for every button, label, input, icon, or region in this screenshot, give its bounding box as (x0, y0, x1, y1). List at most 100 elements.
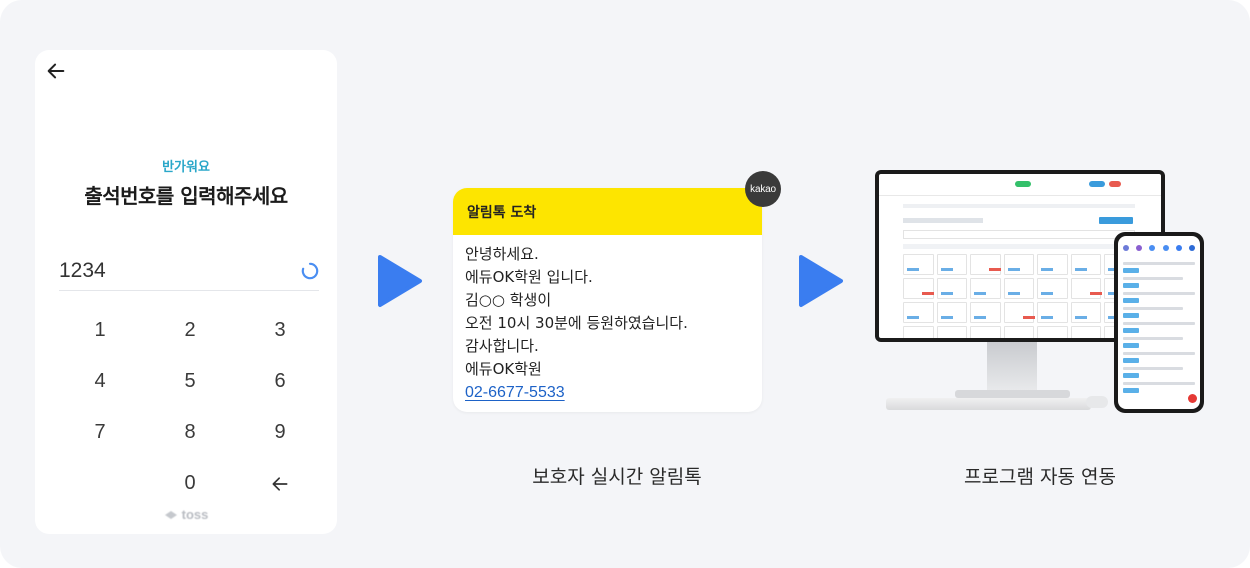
number-keypad: 1 2 3 4 5 6 7 8 9 0 (55, 305, 335, 509)
grid-cell (903, 254, 934, 275)
phone-list-line (1123, 367, 1183, 370)
phone-fab-button (1188, 394, 1197, 403)
status-pill (1109, 181, 1121, 187)
attendance-code-value: 1234 (59, 259, 106, 282)
keypad-key-1[interactable]: 1 (94, 319, 106, 341)
monitor-stand-base (955, 390, 1070, 398)
kakao-message-line: 안녕하세요. (465, 245, 539, 263)
phone-list-line (1123, 322, 1195, 325)
grid-cell (903, 278, 934, 299)
keypad-key-5[interactable]: 5 (184, 370, 196, 392)
grid-cell (1070, 326, 1102, 338)
grid-cell (1070, 278, 1102, 299)
grid-cell (903, 302, 934, 323)
grid-cell (970, 254, 1001, 275)
keypad-key-4[interactable]: 4 (94, 370, 106, 392)
grid-cell (970, 326, 1001, 338)
phone-list-line (1123, 292, 1195, 295)
backspace-arrow-icon (272, 476, 288, 491)
keypad-key-6[interactable]: 6 (274, 370, 286, 392)
attendance-code-input[interactable]: 1234 (59, 255, 319, 291)
caption-program-sync: 프로그램 자동 연동 (964, 466, 1116, 488)
phone-list-button (1123, 313, 1139, 318)
program-date-bar (903, 218, 983, 223)
kakao-message-line: 오전 10시 30분에 등원하였습니다. (465, 314, 688, 332)
kiosk-title: 출석번호를 입력해주세요 (84, 184, 288, 208)
grid-cell (970, 302, 1001, 323)
program-tab-row (903, 244, 1135, 249)
play-arrow-icon (799, 255, 843, 307)
phone-list-line (1123, 337, 1183, 340)
phone-list-button (1123, 358, 1139, 363)
grid-cell (1003, 326, 1035, 338)
grid-cell (1003, 302, 1035, 323)
grid-cell (1037, 254, 1068, 275)
caption-parent-alert: 보호자 실시간 알림톡 (532, 466, 702, 488)
toss-brand-text: toss (181, 507, 209, 522)
grid-cell (936, 302, 968, 323)
program-toolbar (903, 204, 1135, 208)
program-filter-row (903, 230, 1135, 239)
grid-cell (936, 278, 968, 299)
grid-cell (1003, 278, 1035, 299)
grid-cell (936, 326, 968, 338)
phone-list-line (1123, 352, 1195, 355)
toss-logo: toss (35, 507, 337, 522)
phone-list-button (1123, 283, 1139, 288)
phone-list-line (1123, 382, 1195, 385)
smartphone-illustration (1114, 232, 1204, 413)
kakao-message-line: 감사합니다. (465, 337, 539, 355)
monitor-stand (987, 342, 1037, 392)
keypad-key-0[interactable]: 0 (184, 472, 196, 494)
kiosk-greeting: 반가워요 (162, 160, 210, 175)
grid-cell (1070, 254, 1102, 275)
phone-list-button (1123, 343, 1139, 348)
program-action-button (1099, 217, 1133, 224)
academy-phone-link[interactable]: 02-6677-5533 (465, 384, 565, 401)
phone-list-button (1123, 298, 1139, 303)
phone-list-line (1123, 277, 1183, 280)
kakao-message-line: 에듀OK학원 (465, 360, 542, 378)
keyboard-illustration (886, 398, 1091, 410)
phone-app-screen (1118, 236, 1200, 409)
grid-cell (1070, 302, 1102, 323)
mouse-illustration (1086, 396, 1108, 408)
status-pill (1015, 181, 1031, 187)
loading-spinner-icon (301, 262, 319, 280)
grid-cell (903, 326, 934, 338)
grid-cell (936, 254, 968, 275)
keypad-key-8[interactable]: 8 (184, 421, 196, 443)
kakao-message-line: 에듀OK학원 입니다. (465, 268, 593, 286)
grid-cell (1037, 278, 1068, 299)
keypad-key-2[interactable]: 2 (184, 319, 196, 341)
toss-icon (164, 510, 177, 519)
grid-cell (970, 278, 1001, 299)
phone-list-button (1123, 328, 1139, 333)
grid-cell (1037, 326, 1068, 338)
kakao-card-header: 알림톡 도착 (453, 188, 762, 235)
back-arrow-icon[interactable] (45, 60, 67, 82)
phone-list-button (1123, 373, 1139, 378)
kakao-badge: kakao (745, 171, 781, 207)
keypad-key-7[interactable]: 7 (94, 421, 106, 443)
kakao-message-line: 김○○ 학생이 (465, 291, 552, 309)
phone-app-icons (1123, 245, 1195, 254)
grid-cell (1037, 302, 1068, 323)
program-topbar (879, 174, 1161, 196)
backspace-key[interactable] (235, 458, 325, 509)
phone-list-line (1123, 262, 1195, 265)
phone-list-line (1123, 307, 1183, 310)
student-attendance-grid (903, 254, 1135, 338)
keypad-key-3[interactable]: 3 (274, 319, 286, 341)
keypad-key-9[interactable]: 9 (274, 421, 286, 443)
grid-cell (1003, 254, 1035, 275)
keypad-empty-slot (55, 458, 145, 509)
phone-list-button (1123, 268, 1139, 273)
play-arrow-icon (378, 255, 422, 307)
phone-list-button (1123, 388, 1139, 393)
status-pill (1089, 181, 1105, 187)
